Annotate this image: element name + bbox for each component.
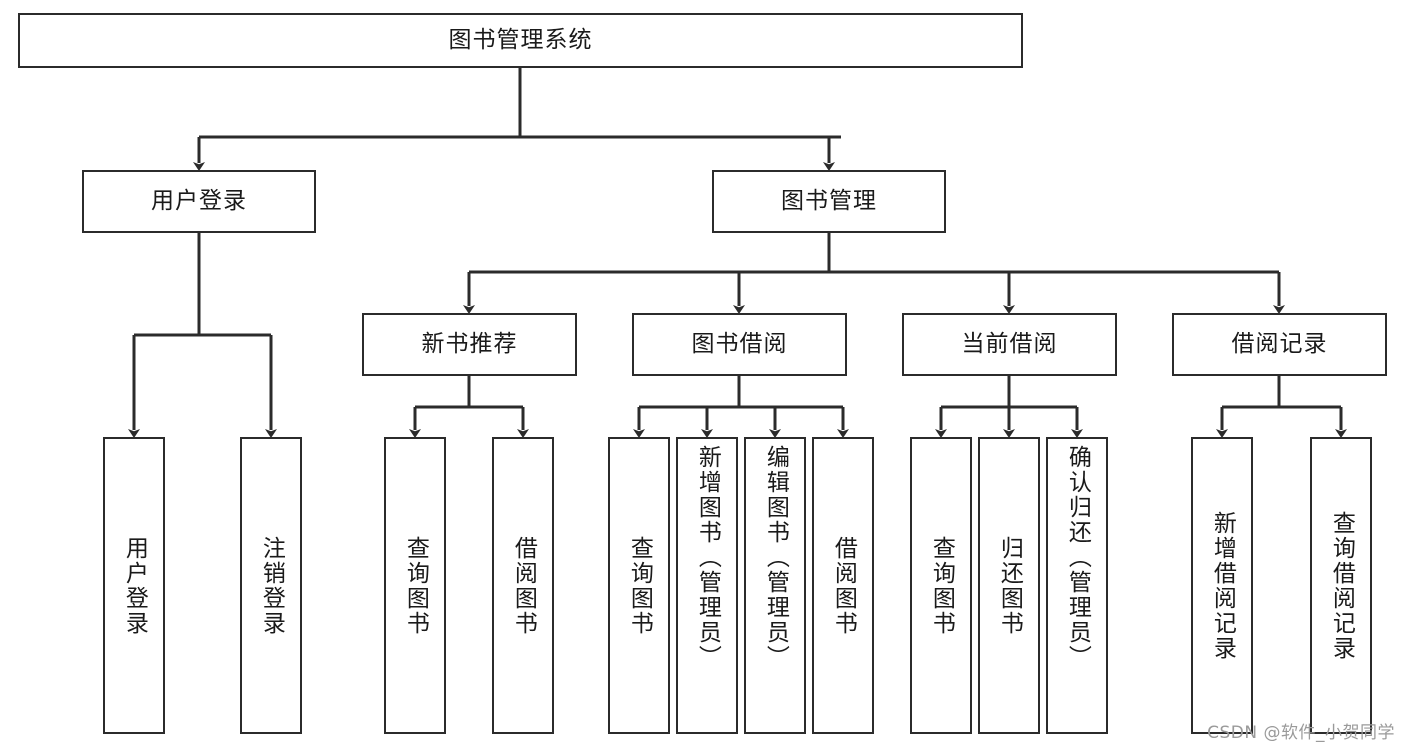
- node-label: 借阅图书: [510, 535, 537, 636]
- node-borrow-record[interactable]: 借阅记录: [1172, 313, 1387, 376]
- node-label: 图书管理系统: [448, 26, 593, 53]
- leaf-query-borrow-record[interactable]: 查询借阅记录: [1310, 437, 1372, 734]
- node-book-borrow[interactable]: 图书借阅: [632, 313, 847, 376]
- node-label: 查询图书: [928, 535, 955, 636]
- node-current-borrow[interactable]: 当前借阅: [902, 313, 1117, 376]
- node-label: 新增图书（管理员）: [694, 445, 721, 670]
- leaf-borrow-book[interactable]: 借阅图书: [812, 437, 874, 734]
- node-label: 归还图书: [996, 535, 1023, 636]
- leaf-logout-login[interactable]: 注销登录: [240, 437, 302, 734]
- leaf-query-book-recommend[interactable]: 查询图书: [384, 437, 446, 734]
- node-label: 确认归还（管理员）: [1064, 445, 1091, 670]
- leaf-add-borrow-record[interactable]: 新增借阅记录: [1191, 437, 1253, 734]
- node-label: 借阅记录: [1231, 330, 1328, 357]
- node-label: 用户登录: [121, 535, 148, 636]
- leaf-confirm-return-admin[interactable]: 确认归还（管理员）: [1046, 437, 1108, 734]
- leaf-add-book-admin[interactable]: 新增图书（管理员）: [676, 437, 738, 734]
- node-label: 查询借阅记录: [1328, 510, 1355, 661]
- node-label: 查询图书: [402, 535, 429, 636]
- node-label: 注销登录: [258, 535, 285, 636]
- leaf-return-book[interactable]: 归还图书: [978, 437, 1040, 734]
- node-label: 图书管理: [781, 187, 877, 214]
- node-book-management[interactable]: 图书管理: [712, 170, 946, 233]
- node-user-login[interactable]: 用户登录: [82, 170, 316, 233]
- node-label: 新书推荐: [421, 330, 518, 357]
- leaf-edit-book-admin[interactable]: 编辑图书（管理员）: [744, 437, 806, 734]
- node-new-book-recommend[interactable]: 新书推荐: [362, 313, 577, 376]
- leaf-borrow-book-recommend[interactable]: 借阅图书: [492, 437, 554, 734]
- node-label: 用户登录: [151, 187, 247, 214]
- leaf-query-book-current[interactable]: 查询图书: [910, 437, 972, 734]
- leaf-user-login[interactable]: 用户登录: [103, 437, 165, 734]
- node-label: 图书借阅: [691, 330, 788, 357]
- node-label: 编辑图书（管理员）: [762, 445, 789, 670]
- node-label: 新增借阅记录: [1209, 510, 1236, 661]
- node-label: 借阅图书: [830, 535, 857, 636]
- watermark-text: CSDN @软件_小贺同学: [1207, 723, 1395, 743]
- node-label: 当前借阅: [961, 330, 1058, 357]
- leaf-query-book-borrow[interactable]: 查询图书: [608, 437, 670, 734]
- node-label: 查询图书: [626, 535, 653, 636]
- node-root-system[interactable]: 图书管理系统: [18, 13, 1023, 68]
